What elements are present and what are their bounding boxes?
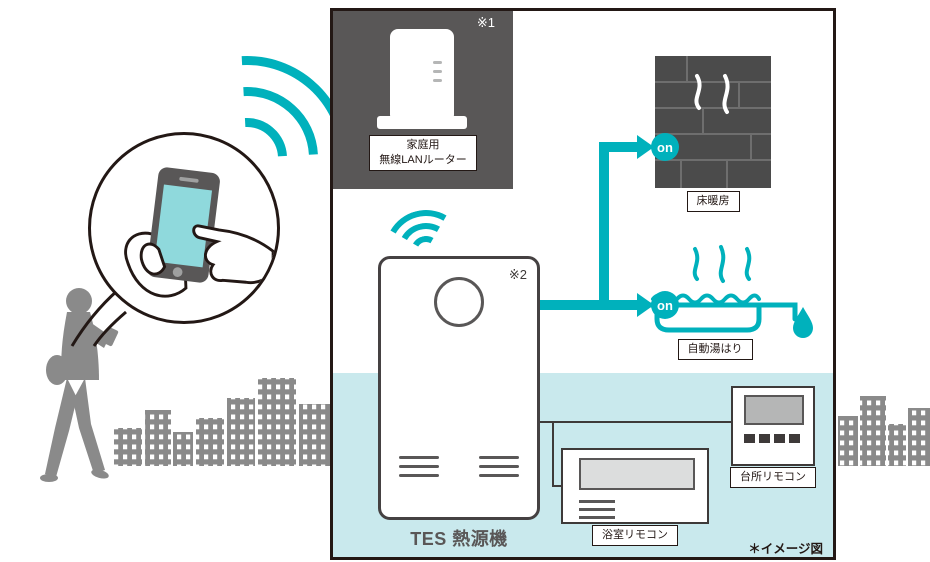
connector-line xyxy=(552,421,554,487)
on-badge-floor: on xyxy=(651,133,679,161)
water-drop-icon xyxy=(793,307,813,338)
pointing-hand-icon xyxy=(192,224,275,285)
arrow-to-floor xyxy=(599,142,639,152)
unit-dial-icon xyxy=(434,277,484,327)
diagram-frame: ※1 家庭用 無線LANルーター ※2 xyxy=(330,8,836,560)
router-led-icon xyxy=(433,61,442,88)
arrowhead-bath-icon xyxy=(637,293,654,317)
arrowhead-floor-icon xyxy=(637,135,654,159)
city-skyline-right-icon xyxy=(838,396,930,466)
bathtub-icon xyxy=(646,245,813,338)
kitchen-remote-icon xyxy=(731,386,815,466)
speech-bubble-tail xyxy=(70,288,127,347)
connector-line xyxy=(552,485,561,487)
smartphone-icon xyxy=(146,167,220,283)
router-base-icon xyxy=(377,116,467,129)
footnote-2-marker: ※2 xyxy=(508,267,527,282)
person-silhouette-icon xyxy=(40,288,119,482)
router-panel: ※1 家庭用 無線LANルーター xyxy=(333,11,513,189)
floor-heating-label: 床暖房 xyxy=(686,191,740,212)
speech-bubble-circle xyxy=(88,132,280,324)
unit-vent-left-icon xyxy=(399,456,439,483)
on-badge-bath: on xyxy=(651,291,679,319)
smartphone-in-hands-icon xyxy=(124,167,275,298)
unit-vent-right-icon xyxy=(479,456,519,483)
arrow-to-bath xyxy=(540,300,640,310)
image-note: ＊イメージ図 xyxy=(748,542,823,556)
floor-heating-icon xyxy=(655,56,771,188)
footnote-1-marker: ※1 xyxy=(476,15,495,30)
arrow-branch-vertical xyxy=(599,142,609,310)
router-label: 家庭用 無線LANルーター xyxy=(369,135,477,171)
kitchen-remote-label: 台所リモコン xyxy=(730,467,816,488)
auto-bath-label: 自動湯はり xyxy=(677,339,753,360)
connector-line xyxy=(540,421,554,423)
remote-screen xyxy=(579,458,695,490)
remote-vents xyxy=(579,500,615,524)
heat-source-unit-icon: ※2 xyxy=(378,256,540,520)
bathroom-remote-label: 浴室リモコン xyxy=(592,525,678,546)
connector-line xyxy=(554,421,731,423)
city-skyline-left-icon xyxy=(114,378,330,466)
bathroom-remote-icon xyxy=(561,448,709,524)
wireless-router-icon xyxy=(390,29,454,119)
heat-source-label: TES 熱源機 xyxy=(410,529,508,549)
steam-icon xyxy=(694,74,730,114)
remote-screen xyxy=(744,395,804,425)
steam-icon xyxy=(692,245,752,283)
remote-buttons xyxy=(744,434,800,443)
